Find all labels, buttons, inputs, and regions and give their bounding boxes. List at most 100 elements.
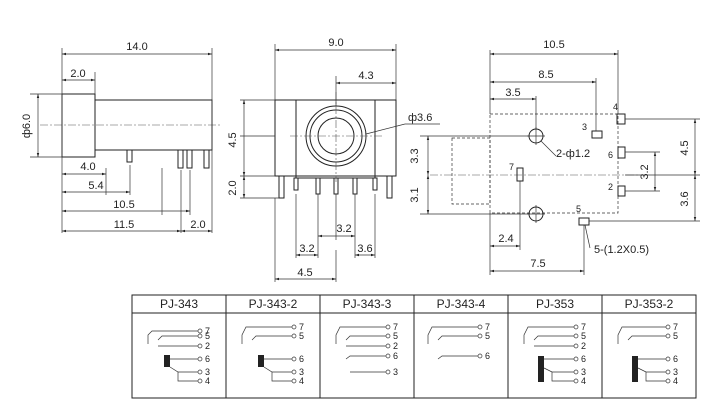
sch-0-dot-5 [197,333,203,339]
sch-0-pin-7: 7 [205,326,210,336]
dim-pcb-8-5: 8.5 [538,69,553,81]
sch-2-dot-5 [385,333,391,339]
side-pin-3 [186,149,193,169]
pad-label-4: 4 [613,102,618,112]
sch-5-dot-5 [665,333,671,339]
pad-7 [516,167,524,182]
dim-pcb-3-3: 3.3 [409,148,421,163]
sch-3-pin-6: 6 [485,351,490,361]
pad-label-3: 3 [582,122,587,132]
sch-1-dot-5 [291,333,297,339]
sch-5-dot-6 [665,356,671,362]
sch-0-pin-6: 6 [205,354,210,364]
front-pin-7 [386,175,393,199]
sch-1-dot-3 [291,369,297,375]
sch-4-line-7 [523,326,574,344]
sch-1-pin-3: 3 [299,367,304,377]
sch-4-dot-3 [573,369,579,375]
sch-1-sleeve [258,355,264,367]
pad-label-6: 6 [608,150,613,160]
dim-base-height: 2.0 [227,180,239,195]
sch-2-pin-3: 3 [393,367,398,377]
sch-5-line-5 [627,335,666,341]
sch-1-pin-4: 4 [299,376,304,386]
schematic-pj-353: 7 5 2 6 3 4 [523,322,586,386]
schematic-pj-343-2: 7 5 6 3 4 [241,322,304,386]
sch-1-dot-7 [291,324,297,330]
side-pin-1 [126,149,133,163]
sch-4-line-5 [533,335,574,341]
dim-pin-a: 4.0 [80,161,95,173]
pcb-outline [489,113,619,214]
sch-0-dot-7 [197,328,203,334]
sch-0-pin-4: 4 [205,376,210,386]
sch-3-pin-7: 7 [485,322,490,332]
sch-4-pin-3: 3 [581,367,586,377]
sch-4-pin-7: 7 [581,322,586,332]
sch-0-dot-2 [197,343,203,349]
sch-1-pin-5: 5 [299,331,304,341]
sch-2-line-5 [345,335,386,341]
front-pin-3 [315,177,321,195]
sch-5-line-4 [645,372,666,382]
dim-pin-b: 5.4 [88,180,103,192]
sch-2-line-7 [335,326,386,344]
sch-4-dot-4 [573,378,579,384]
dim-pin-spacing-a: 3.2 [299,243,314,255]
dim-pin-c: 10.5 [113,199,134,211]
sch-5-pin-3: 3 [673,367,678,377]
sch-5-pin-5: 5 [673,331,678,341]
pad-6 [617,146,626,159]
sch-4-dot-2 [573,343,579,349]
sch-0-dot-6 [197,356,203,362]
sch-2-pin-6: 6 [393,351,398,361]
table-header-pj-343: PJ-343 [160,297,198,311]
front-pin-2 [293,177,299,191]
pad-2 [617,185,626,197]
sch-1-line-4 [271,372,292,382]
front-view: 9.0 4.3 ф3.6 4.5 2.0 3.2 3.2 3.6 4.5 [227,37,440,282]
dim-pcb-2-4: 2.4 [498,233,513,245]
sch-3-dot-7 [477,324,483,330]
sch-5-pin-6: 6 [673,354,678,364]
sch-0-line-4 [177,372,198,382]
bore-leader [365,123,406,135]
schematic-pj-343-4: 7 5 6 [427,322,490,361]
sch-3-dot-6 [477,353,483,359]
dim-diameter: ф6.0 [21,114,33,138]
sch-1-dot-4 [291,378,297,384]
pad-leader [584,224,591,249]
sch-4-line-3 [543,367,574,373]
dim-pcb-overall: 10.5 [543,39,564,51]
sch-0-pin-5: 5 [205,331,210,341]
side-pin-2 [177,149,184,169]
sch-4-line-4 [551,372,574,382]
sch-1-line-5 [251,335,292,341]
sch-1-dot-6 [291,356,297,362]
sch-2-dot-3 [385,369,391,375]
sch-5-dot-7 [665,324,671,330]
sch-4-sleeve [538,356,544,382]
sch-3-dot-5 [477,333,483,339]
table-header-pj-343-3: PJ-343-3 [343,297,392,311]
dim-pin-spacing-c: 3.6 [357,243,372,255]
dim-pin-spacing-b: 3.2 [336,223,351,235]
front-pin-1 [278,175,285,199]
dim-pcb-3-5: 3.5 [505,87,520,99]
sch-3-line-6 [437,355,478,360]
dim-center-height: 4.5 [227,132,239,147]
sch-0-pin-3: 3 [205,367,210,377]
sch-0-sleeve [164,355,170,367]
schematic-pj-353-2: 7 5 6 3 4 [617,322,678,386]
dim-pcb-3-1: 3.1 [409,187,421,202]
sch-4-dot-7 [573,324,579,330]
sch-2-dot-7 [385,324,391,330]
sch-2-line-6 [345,355,386,360]
pad-3 [591,130,603,139]
dim-width: 9.0 [328,37,343,49]
sch-0-dot-4 [197,378,203,384]
front-body-outline [274,99,397,177]
hole-leader [540,140,557,157]
dim-pcb-3-6: 3.6 [679,191,691,206]
schematic-pj-343: 7 5 2 6 3 4 [147,326,210,386]
